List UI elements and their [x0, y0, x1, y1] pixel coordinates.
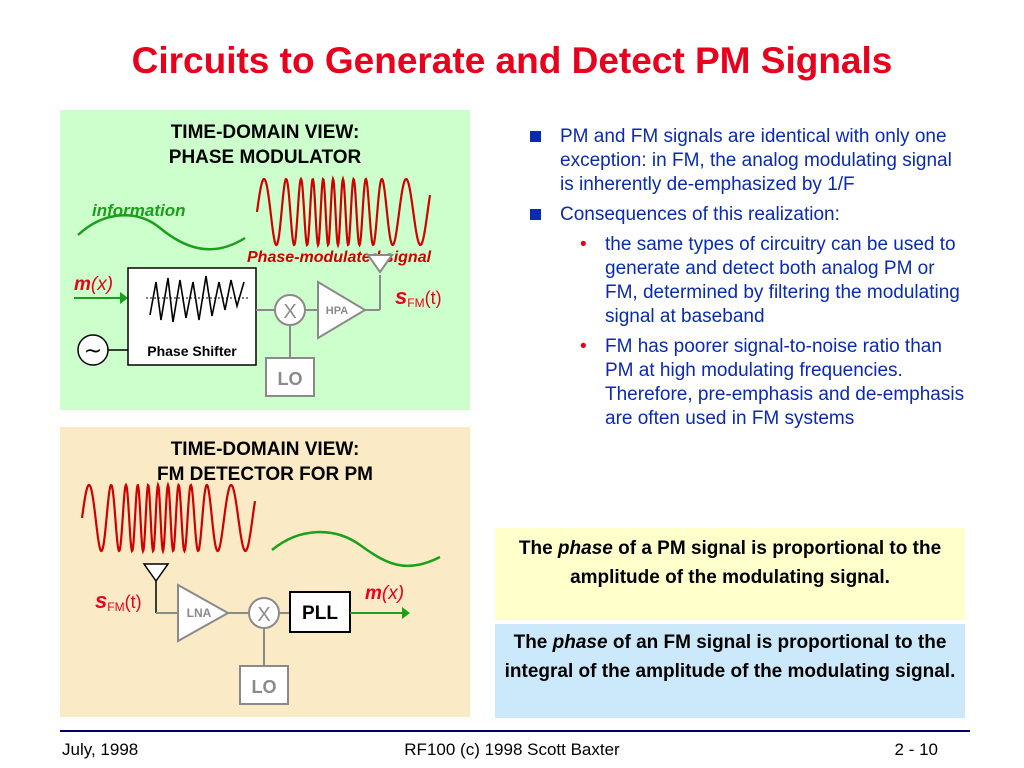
bullet-consequences: Consequences of this realization:: [530, 203, 970, 227]
input-m-label: m(x): [74, 274, 113, 295]
lo-label: LO: [278, 369, 303, 389]
fm-detector-heading: TIME-DOMAIN VIEW: FM DETECTOR FOR PM: [60, 437, 470, 487]
lna-label: LNA: [187, 606, 212, 620]
fm-definition-callout: The phase of an FM signal is proportiona…: [495, 624, 965, 718]
sub-bullet-same-circuitry: the same types of circuitry can be used …: [530, 233, 970, 329]
heading-line-2: PHASE MODULATOR: [168, 147, 362, 168]
transmit-antenna-icon: [366, 254, 394, 274]
fm-detector-diagram: sFM(t) LNA X PLL m(x) LO: [80, 481, 441, 705]
oscillator-tilde-icon: ~: [84, 339, 102, 364]
information-label: information: [92, 201, 186, 220]
lo-block: [265, 357, 315, 397]
hpa-amplifier-symbol: [317, 280, 367, 340]
phase-modulated-signal-label: Phase-modulated signal: [247, 249, 432, 266]
mixer-symbol: [274, 294, 306, 326]
footer-rule: [60, 730, 970, 732]
input-arrow-icon: [120, 292, 128, 304]
phase-shifter-label: Phase Shifter: [147, 343, 237, 359]
bullet-list: PM and FM signals are identical with onl…: [530, 125, 970, 437]
fm-detector-panel: TIME-DOMAIN VIEW: FM DETECTOR FOR PM sFM…: [60, 427, 470, 717]
lo-label: LO: [252, 677, 277, 697]
recovered-signal: [271, 530, 441, 567]
mixer-label: X: [257, 604, 270, 626]
sub-bullet-snr: FM has poorer signal-to-noise ratio than…: [530, 335, 970, 431]
footer-copyright: RF100 (c) 1998 Scott Baxter: [404, 740, 620, 759]
hpa-label: HPA: [326, 305, 348, 317]
slide-title: Circuits to Generate and Detect PM Signa…: [131, 40, 893, 81]
footer-page-number: 2 - 10: [894, 740, 938, 759]
pm-phase-emphasis: phase: [557, 538, 613, 559]
phase-modulator-heading: TIME-DOMAIN VIEW: PHASE MODULATOR: [60, 120, 470, 170]
receive-antenna-icon: [142, 563, 170, 583]
heading-line-1: TIME-DOMAIN VIEW:: [170, 439, 360, 460]
phase-shifter-waveform: [149, 275, 245, 323]
mixer-label: X: [283, 301, 296, 323]
pm-definition-callout: The phase of a PM signal is proportional…: [495, 528, 965, 620]
pll-label: PLL: [302, 603, 338, 624]
output-arrow-icon: [402, 607, 410, 619]
lo-block: [239, 665, 289, 705]
output-m-label: m(x): [365, 583, 404, 604]
phase-modulated-waveform: [255, 175, 432, 249]
heading-line-2: FM DETECTOR FOR PM: [156, 464, 374, 485]
heading-line-1: TIME-DOMAIN VIEW:: [170, 122, 360, 143]
mixer-symbol: [248, 597, 280, 629]
lna-amplifier-symbol: [177, 583, 231, 643]
input-sfm-label: sFM(t): [95, 588, 142, 614]
fm-phase-emphasis: phase: [552, 632, 608, 653]
footer-date: July, 1998: [62, 740, 139, 759]
output-sfm-label: sFM(t): [395, 284, 442, 310]
phase-modulator-diagram: information Phase-modulated signal m(x) …: [74, 175, 442, 397]
phase-modulator-panel: TIME-DOMAIN VIEW: PHASE MODULATOR inform…: [60, 110, 470, 410]
bullet-pm-fm-identical: PM and FM signals are identical with onl…: [530, 125, 970, 197]
information-signal: [77, 214, 246, 251]
received-waveform: [80, 481, 257, 555]
